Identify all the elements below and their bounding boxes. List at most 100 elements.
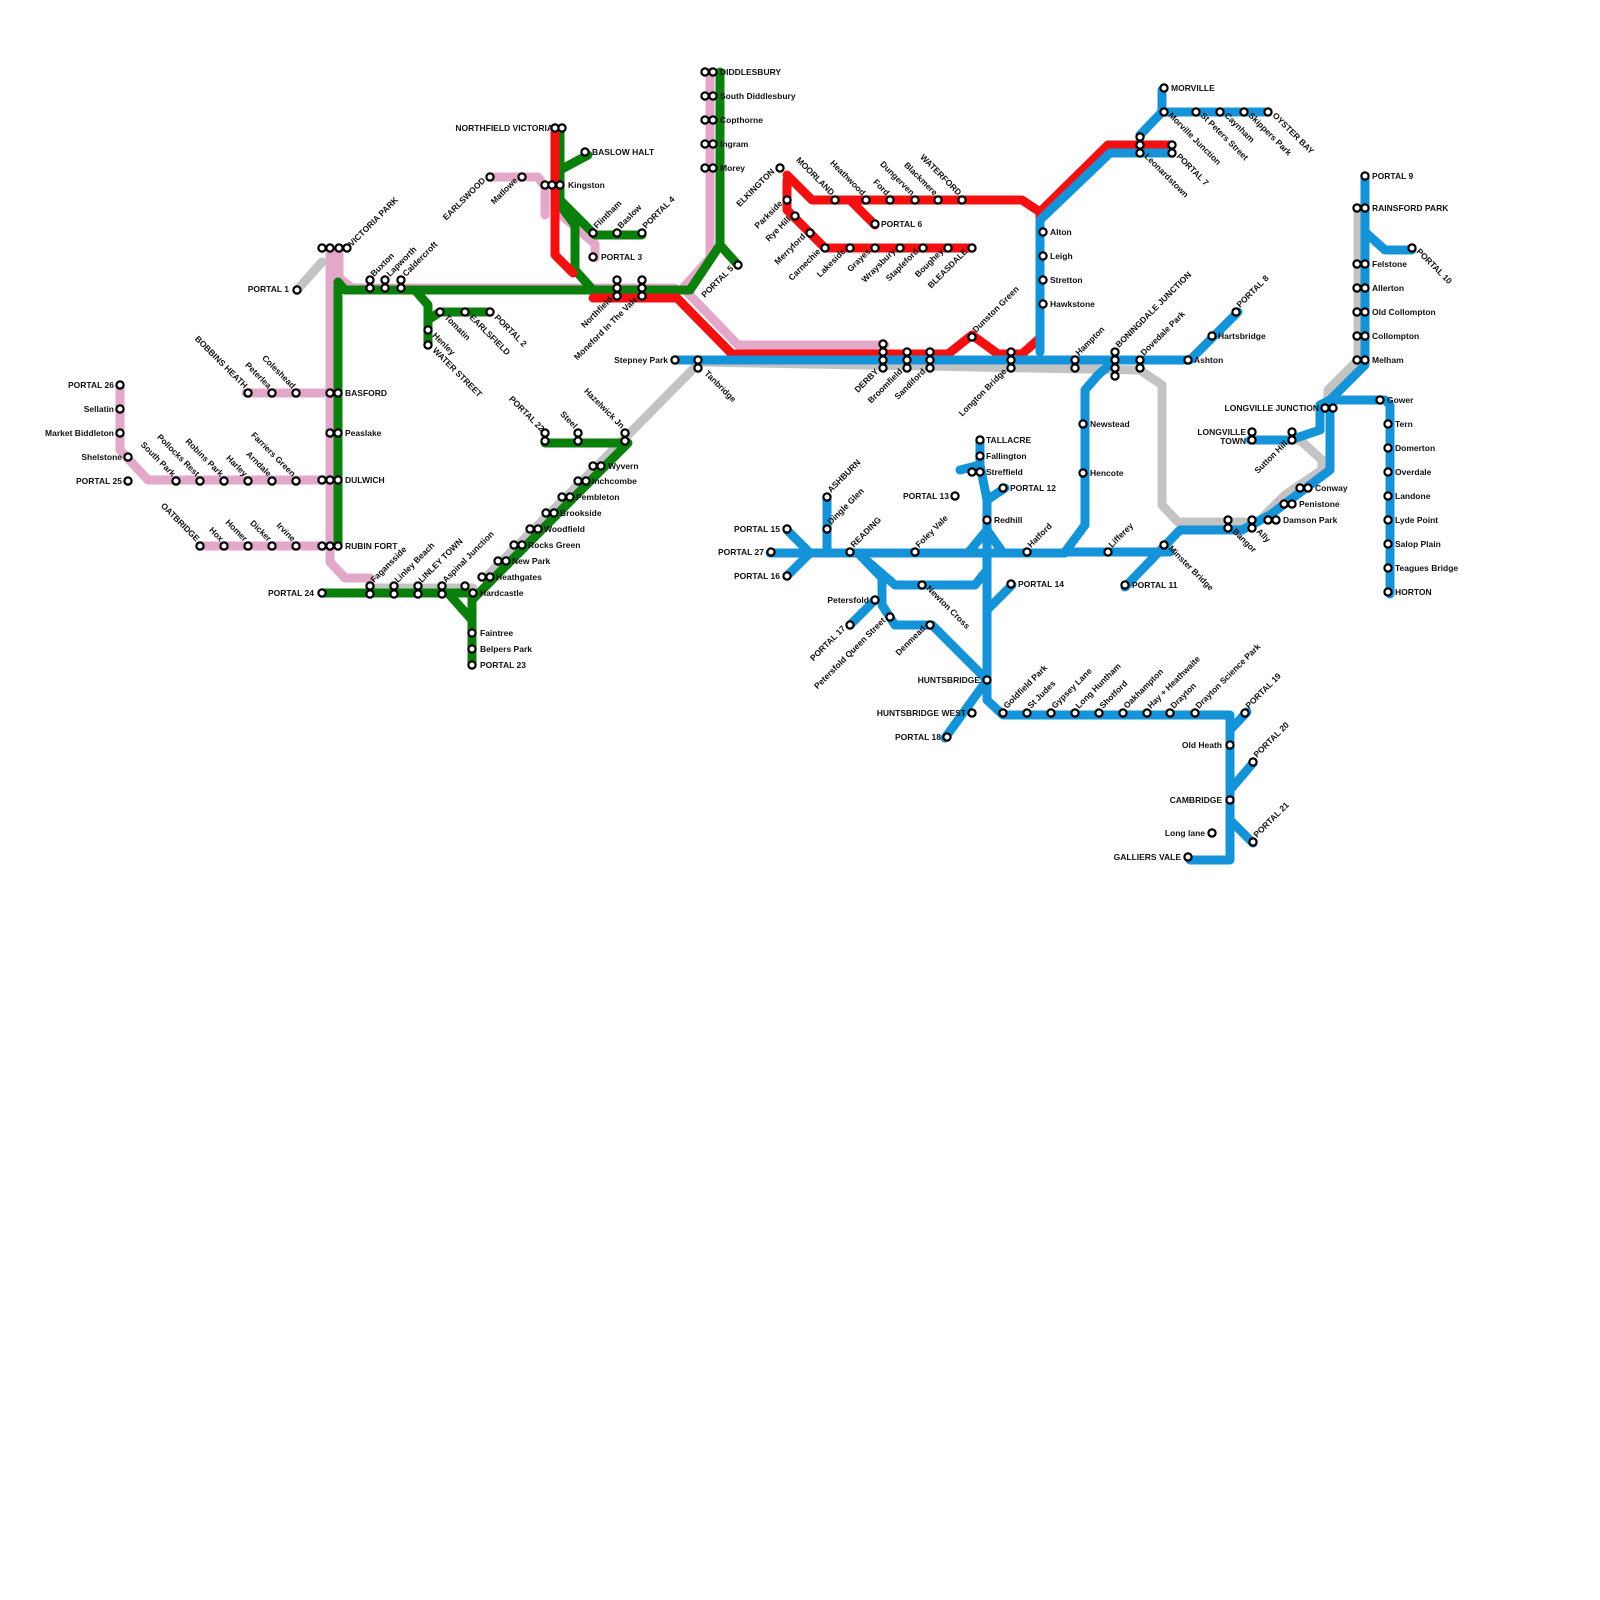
station-marker[interactable] xyxy=(1360,355,1370,365)
station-marker[interactable] xyxy=(918,243,928,253)
station-marker[interactable] xyxy=(870,595,880,605)
station-marker[interactable] xyxy=(620,428,630,438)
station-marker[interactable] xyxy=(291,541,301,551)
station-marker[interactable] xyxy=(1360,171,1370,181)
station-marker[interactable] xyxy=(1352,203,1362,213)
station-marker[interactable] xyxy=(1006,347,1016,357)
station-marker[interactable] xyxy=(115,428,125,438)
station-marker[interactable] xyxy=(333,428,343,438)
station-marker[interactable] xyxy=(708,139,718,149)
station-marker[interactable] xyxy=(243,541,253,551)
station-marker[interactable] xyxy=(365,283,375,293)
station-marker[interactable] xyxy=(460,307,470,317)
station-marker[interactable] xyxy=(1360,283,1370,293)
station-marker[interactable] xyxy=(975,467,985,477)
station-marker[interactable] xyxy=(708,115,718,125)
station-marker[interactable] xyxy=(1183,852,1193,862)
station-marker[interactable] xyxy=(1070,708,1080,718)
station-marker[interactable] xyxy=(766,547,776,557)
station-marker[interactable] xyxy=(171,476,181,486)
station-marker[interactable] xyxy=(1248,837,1258,847)
station-marker[interactable] xyxy=(380,283,390,293)
station-marker[interactable] xyxy=(1383,563,1393,573)
station-marker[interactable] xyxy=(1287,435,1297,445)
station-marker[interactable] xyxy=(1223,515,1233,525)
station-marker[interactable] xyxy=(292,285,302,295)
station-marker[interactable] xyxy=(267,541,277,551)
station-marker[interactable] xyxy=(1231,307,1241,317)
station-marker[interactable] xyxy=(573,476,583,486)
station-marker[interactable] xyxy=(693,355,703,365)
station-marker[interactable] xyxy=(325,428,335,438)
station-marker[interactable] xyxy=(1142,708,1152,718)
station-marker[interactable] xyxy=(525,524,535,534)
station-marker[interactable] xyxy=(413,589,423,599)
station-marker[interactable] xyxy=(423,325,433,335)
station-marker[interactable] xyxy=(1110,363,1120,373)
station-marker[interactable] xyxy=(588,228,598,238)
station-marker[interactable] xyxy=(733,260,743,270)
station-marker[interactable] xyxy=(902,363,912,373)
station-marker[interactable] xyxy=(380,275,390,285)
station-marker[interactable] xyxy=(291,388,301,398)
station-marker[interactable] xyxy=(1352,307,1362,317)
station-marker[interactable] xyxy=(700,67,710,77)
station-marker[interactable] xyxy=(219,476,229,486)
station-marker[interactable] xyxy=(1159,83,1169,93)
station-marker[interactable] xyxy=(975,435,985,445)
station-marker[interactable] xyxy=(219,541,229,551)
station-marker[interactable] xyxy=(975,451,985,461)
station-marker[interactable] xyxy=(517,540,527,550)
station-marker[interactable] xyxy=(389,589,399,599)
station-marker[interactable] xyxy=(830,195,840,205)
station-marker[interactable] xyxy=(1360,203,1370,213)
station-marker[interactable] xyxy=(555,180,565,190)
station-marker[interactable] xyxy=(943,243,953,253)
station-marker[interactable] xyxy=(1247,523,1257,533)
station-marker[interactable] xyxy=(637,275,647,285)
station-marker[interactable] xyxy=(612,291,622,301)
station-marker[interactable] xyxy=(291,476,301,486)
station-marker[interactable] xyxy=(782,524,792,534)
station-marker[interactable] xyxy=(700,91,710,101)
station-marker[interactable] xyxy=(365,589,375,599)
station-marker[interactable] xyxy=(1383,419,1393,429)
station-marker[interactable] xyxy=(437,589,447,599)
station-marker[interactable] xyxy=(365,275,375,285)
station-marker[interactable] xyxy=(423,340,433,350)
station-marker[interactable] xyxy=(1135,140,1145,150)
station-marker[interactable] xyxy=(1135,132,1145,142)
station-marker[interactable] xyxy=(1038,251,1048,261)
station-marker[interactable] xyxy=(396,275,406,285)
station-marker[interactable] xyxy=(1383,443,1393,453)
station-marker[interactable] xyxy=(267,388,277,398)
station-marker[interactable] xyxy=(1263,515,1273,525)
station-marker[interactable] xyxy=(1295,483,1305,493)
station-marker[interactable] xyxy=(1094,708,1104,718)
station-marker[interactable] xyxy=(460,581,470,591)
station-marker[interactable] xyxy=(1215,107,1225,117)
station-marker[interactable] xyxy=(612,283,622,293)
station-marker[interactable] xyxy=(1006,579,1016,589)
station-marker[interactable] xyxy=(333,541,343,551)
station-marker[interactable] xyxy=(782,195,792,205)
station-marker[interactable] xyxy=(1247,435,1257,445)
station-marker[interactable] xyxy=(501,556,511,566)
station-marker[interactable] xyxy=(670,355,680,365)
station-marker[interactable] xyxy=(902,355,912,365)
station-marker[interactable] xyxy=(1225,795,1235,805)
station-marker[interactable] xyxy=(845,243,855,253)
station-marker[interactable] xyxy=(334,243,344,253)
station-marker[interactable] xyxy=(805,228,815,238)
station-marker[interactable] xyxy=(1271,515,1281,525)
station-marker[interactable] xyxy=(700,115,710,125)
station-marker[interactable] xyxy=(1103,547,1113,557)
station-marker[interactable] xyxy=(541,508,551,518)
station-marker[interactable] xyxy=(365,581,375,591)
station-marker[interactable] xyxy=(700,163,710,173)
station-marker[interactable] xyxy=(1167,140,1177,150)
station-marker[interactable] xyxy=(775,163,785,173)
station-marker[interactable] xyxy=(1078,419,1088,429)
station-marker[interactable] xyxy=(557,123,567,133)
station-marker[interactable] xyxy=(1165,708,1175,718)
